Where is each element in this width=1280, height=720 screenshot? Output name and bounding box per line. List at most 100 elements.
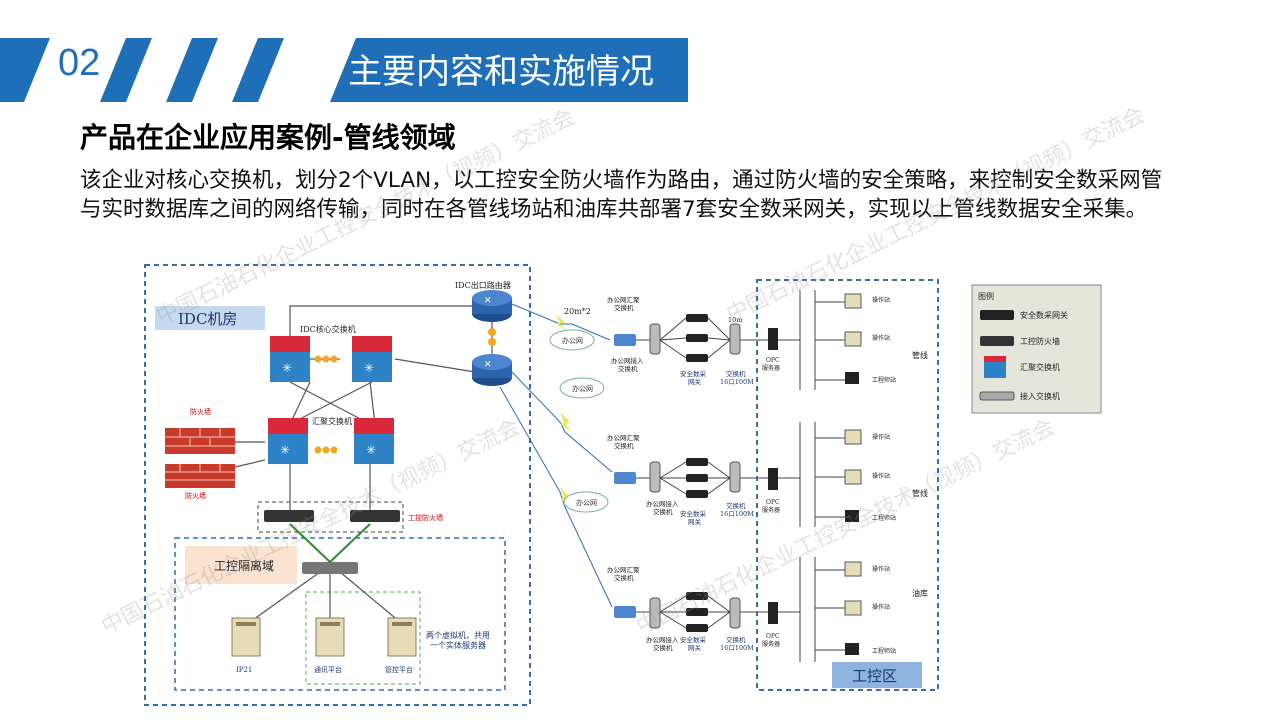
- office-access-switch-icon: [649, 461, 661, 493]
- svg-text:接入交换机: 接入交换机: [1020, 391, 1060, 401]
- site-row-2: 办公网汇聚 交换机 办公网接入 交换机 安全数采 网关 交换机 16口100M …: [607, 422, 928, 527]
- ics-firewall-icon: [980, 336, 1014, 346]
- engineer-station-icon: [845, 643, 859, 655]
- svg-text:服务器: 服务器: [762, 506, 780, 514]
- server-comm-label: 通讯平台: [314, 665, 342, 674]
- legend: 图例 安全数采网关 工控防火墙 汇聚交换机 接入交换机: [971, 284, 1102, 414]
- idc-zone: [144, 264, 531, 706]
- ics-zone: [756, 279, 939, 691]
- gateway-icon: [686, 490, 708, 498]
- office-access-switch-icon: [649, 323, 661, 355]
- cloud-label: 办公网: [576, 498, 597, 507]
- idc-router-label: IDC出口路由器: [455, 280, 511, 290]
- site-row-3: 办公网汇聚 交换机 办公网接入 交换机 安全数采 网关 交换机 16口100M …: [607, 557, 928, 662]
- agg-switch-icon: ✳ ✳: [268, 418, 394, 464]
- gateway-icon: [686, 458, 708, 466]
- svg-text:网关: 网关: [688, 377, 702, 386]
- svg-text:工控防火墙: 工控防火墙: [1020, 336, 1060, 346]
- legend-title: 图例: [978, 291, 994, 301]
- operator-station-icon: [844, 293, 862, 309]
- svg-text:✳: ✳: [366, 443, 376, 457]
- ics-firewall-icon: [264, 510, 314, 522]
- svg-text:办公网接入: 办公网接入: [611, 356, 644, 365]
- svg-text:交换机: 交换机: [618, 364, 638, 373]
- svg-text:网关: 网关: [688, 517, 702, 526]
- server-icon: [315, 617, 345, 657]
- gateway-icon: [686, 334, 708, 342]
- core-switch-label: IDC核心交换机: [300, 324, 356, 334]
- server-icon: [387, 617, 417, 657]
- svg-text:工程师站: 工程师站: [872, 647, 896, 655]
- opc-server-icon: [768, 602, 778, 624]
- agg-switch-icon: [984, 362, 1006, 378]
- gateway-icon: [686, 474, 708, 482]
- svg-text:办公网接入: 办公网接入: [646, 499, 679, 508]
- switch-16port-icon: [729, 597, 741, 629]
- isolation-label: 工控隔离域: [214, 558, 274, 573]
- svg-text:OPC: OPC: [766, 357, 780, 364]
- svg-text:办公网汇聚: 办公网汇聚: [607, 433, 640, 442]
- firewall-icon: [165, 464, 235, 488]
- site-label: 管线: [912, 488, 928, 498]
- svg-text:16口100M: 16口100M: [720, 510, 754, 518]
- network-diagram: IDC机房 工控隔离域 ✕: [144, 264, 1102, 706]
- svg-text:✳: ✳: [282, 361, 292, 375]
- isolation-label-bg: [185, 546, 297, 584]
- router-icon: ✕: [472, 354, 512, 386]
- svg-text:交换机: 交换机: [726, 369, 746, 378]
- cloud-label: 办公网: [562, 336, 583, 345]
- svg-text:办公网接入: 办公网接入: [646, 635, 679, 644]
- svg-text:交换机: 交换机: [726, 501, 746, 510]
- section-title: 主要内容和实施情况: [348, 52, 654, 92]
- operator-station-icon: [844, 561, 862, 577]
- ics-zone-label-bg: [832, 662, 922, 688]
- ics-firewall-icon: [350, 510, 400, 522]
- svg-text:✳: ✳: [364, 361, 374, 375]
- svg-text:办公网汇聚: 办公网汇聚: [607, 295, 640, 304]
- slide-subtitle: 产品在企业应用案例-管线领域: [80, 121, 456, 154]
- svg-text:网关: 网关: [688, 643, 702, 652]
- svg-text:服务器: 服务器: [762, 364, 780, 372]
- svg-text:OPC: OPC: [766, 499, 780, 506]
- router-icon: ✕: [472, 290, 512, 322]
- svg-text:操作站: 操作站: [872, 433, 890, 441]
- access-switch-icon: [302, 562, 358, 574]
- gateway-icon: [686, 608, 708, 616]
- svg-text:汇聚交换机: 汇聚交换机: [1020, 362, 1060, 372]
- site-row-1: 办公网汇聚 交换机 办公网接入 交换机 安全数采 网关 10m 交换机 16口1…: [607, 290, 928, 390]
- office-agg-switch-icon: [614, 606, 636, 618]
- svg-text:10m: 10m: [728, 316, 742, 324]
- svg-text:✕: ✕: [484, 296, 492, 306]
- gateway-icon: [980, 310, 1014, 320]
- opc-server-icon: [768, 328, 778, 350]
- svg-text:安全数采: 安全数采: [680, 369, 707, 378]
- idc-label: IDC机房: [178, 310, 237, 328]
- gateway-icon: [686, 314, 708, 322]
- gateway-icon: [686, 354, 708, 362]
- operator-station-icon: [844, 600, 862, 616]
- svg-text:操作站: 操作站: [872, 603, 890, 611]
- svg-text:操作站: 操作站: [872, 565, 890, 573]
- svg-text:✕: ✕: [484, 360, 492, 370]
- firewall-top-label: 防火墙: [190, 407, 211, 416]
- core-switch-icon: ✳ ✳: [270, 336, 392, 382]
- svg-text:操作站: 操作站: [872, 472, 890, 480]
- svg-text:交换机: 交换机: [726, 635, 746, 644]
- gateway-icon: [686, 624, 708, 632]
- svg-text:安全数采: 安全数采: [680, 509, 707, 518]
- ics-zone-label: 工控区: [852, 667, 897, 685]
- header-bar: [0, 38, 688, 102]
- gateway-icon: [686, 592, 708, 600]
- svg-text:安全数采: 安全数采: [680, 635, 707, 644]
- vm-note-1: 两个虚拟机，共用: [426, 630, 490, 640]
- svg-text:交换机: 交换机: [614, 303, 634, 312]
- firewall-icon: [165, 428, 235, 454]
- svg-text:操作站: 操作站: [872, 296, 890, 304]
- operator-station-icon: [844, 331, 862, 347]
- idc-label-bg: [155, 306, 265, 330]
- svg-text:工程师站: 工程师站: [872, 514, 896, 522]
- svg-text:16口100M: 16口100M: [720, 644, 754, 652]
- svg-text:✳: ✳: [280, 443, 290, 457]
- svg-text:交换机: 交换机: [614, 441, 634, 450]
- svg-text:办公网汇聚: 办公网汇聚: [607, 565, 640, 574]
